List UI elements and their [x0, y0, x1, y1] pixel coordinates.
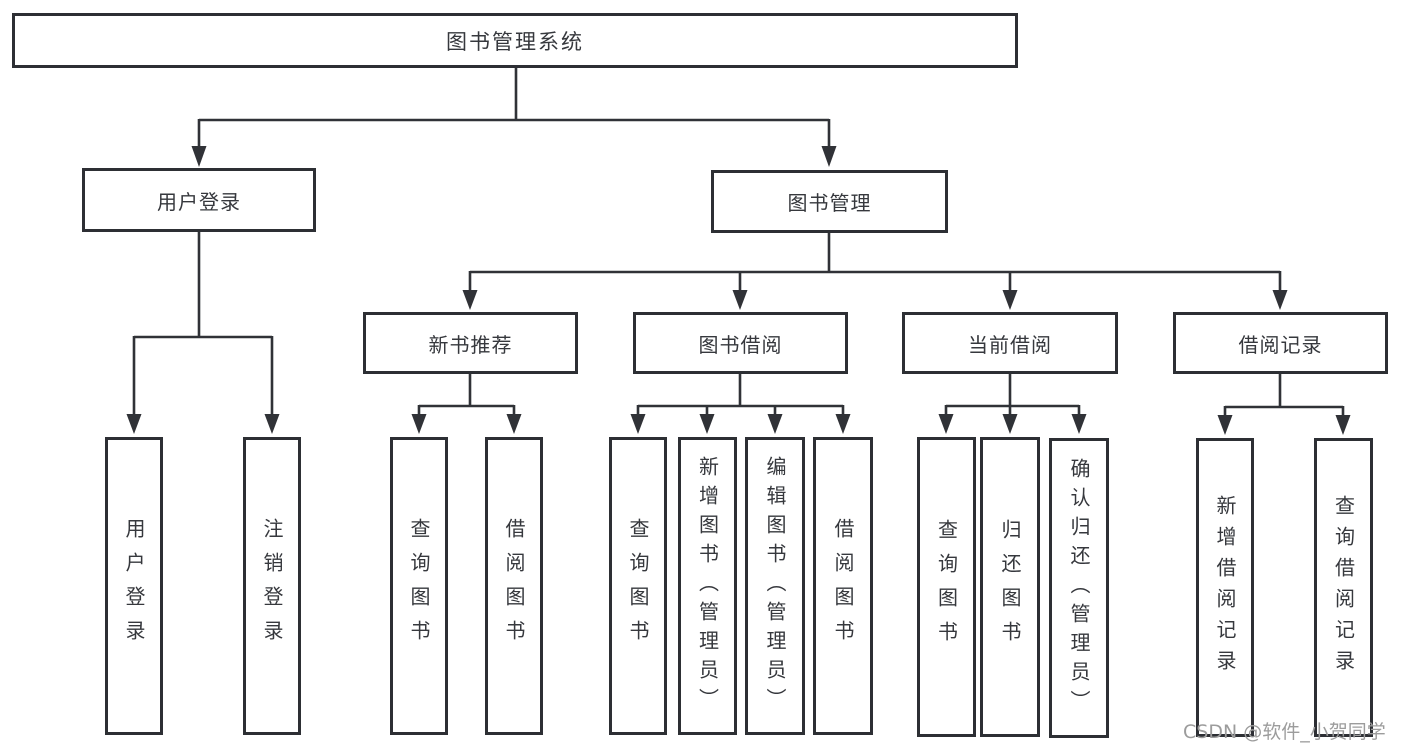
- arrowhead-down-icon: [1272, 290, 1288, 310]
- leaf-borrow-books: 借阅图书: [813, 437, 873, 735]
- arrowhead-down-icon: [126, 414, 142, 434]
- arrowhead-down-icon: [821, 146, 837, 167]
- connector-records-to-leaves: [1223, 374, 1345, 416]
- node-current-borrow: 当前借阅: [902, 312, 1118, 374]
- node-label: 借阅记录: [1238, 332, 1323, 357]
- leaf-borrow-books: 借阅图书: [485, 437, 543, 735]
- leaf-label: 用户登录: [122, 518, 146, 654]
- arrowhead-down-icon: [1217, 415, 1233, 435]
- leaf-query-borrow-record: 查询借阅记录: [1314, 438, 1373, 737]
- node-label: 图书管理: [787, 191, 872, 215]
- leaf-confirm-return-admin: 确认归还（管理员）: [1049, 438, 1109, 738]
- arrowhead-down-icon: [411, 414, 427, 434]
- connector-user-login-to-leaves: [132, 232, 274, 415]
- arrowhead-down-icon: [1002, 414, 1018, 434]
- arrowhead-down-icon: [732, 290, 748, 310]
- csdn-watermark: CSDN @软件_小贺同学: [1183, 721, 1386, 743]
- arrowhead-down-icon: [938, 414, 954, 434]
- leaf-label: 查询图书: [626, 518, 650, 654]
- connector-borrow-to-leaves: [636, 374, 845, 415]
- leaf-label: 编辑图书（管理员）: [763, 455, 787, 717]
- arrowhead-down-icon: [1335, 415, 1351, 435]
- arrowhead-down-icon: [191, 146, 207, 167]
- node-book-borrow: 图书借阅: [633, 312, 848, 374]
- node-label: 图书管理系统: [446, 29, 584, 54]
- node-new-book-recommend: 新书推荐: [363, 312, 578, 374]
- leaf-add-book-admin: 新增图书（管理员）: [678, 437, 737, 735]
- node-label: 当前借阅: [968, 332, 1052, 357]
- arrowhead-down-icon: [264, 414, 280, 434]
- arrowhead-down-icon: [462, 290, 478, 310]
- leaf-label: 确认归还（管理员）: [1067, 457, 1091, 719]
- node-label: 新书推荐: [428, 332, 513, 357]
- connector-recommend-to-leaves: [417, 374, 516, 415]
- leaf-user-login: 用户登录: [105, 437, 163, 735]
- node-label: 用户登录: [157, 189, 241, 214]
- leaf-query-books: 查询图书: [390, 437, 448, 735]
- node-user-login: 用户登录: [82, 168, 316, 232]
- leaf-label: 借阅图书: [502, 518, 526, 654]
- arrowhead-down-icon: [1002, 290, 1018, 310]
- leaf-label: 注销登录: [260, 518, 284, 654]
- leaf-add-borrow-record: 新增借阅记录: [1196, 438, 1254, 737]
- arrowhead-down-icon: [767, 414, 783, 434]
- arrowhead-down-icon: [630, 414, 646, 434]
- leaf-query-books: 查询图书: [917, 437, 976, 737]
- arrowhead-down-icon: [835, 414, 851, 434]
- leaf-label: 新增图书（管理员）: [695, 455, 720, 717]
- connector-current-to-leaves: [944, 374, 1081, 415]
- leaf-label: 归还图书: [998, 519, 1022, 655]
- leaf-label: 查询借阅记录: [1331, 494, 1356, 681]
- node-label: 图书借阅: [698, 332, 783, 357]
- node-root-system: 图书管理系统: [12, 13, 1018, 68]
- leaf-label: 查询图书: [407, 518, 431, 654]
- node-book-management: 图书管理: [711, 170, 948, 233]
- leaf-logout: 注销登录: [243, 437, 301, 735]
- arrowhead-down-icon: [699, 414, 715, 434]
- leaf-return-books: 归还图书: [980, 437, 1040, 737]
- leaf-label: 借阅图书: [831, 518, 855, 654]
- connector-book-mgmt-to-groups: [468, 233, 1282, 291]
- arrowhead-down-icon: [506, 414, 522, 434]
- leaf-label: 新增借阅记录: [1213, 494, 1237, 681]
- arrowhead-down-icon: [1071, 414, 1087, 434]
- leaf-query-books: 查询图书: [609, 437, 667, 735]
- leaf-label: 查询图书: [934, 519, 959, 655]
- leaf-edit-book-admin: 编辑图书（管理员）: [745, 437, 805, 735]
- connector-root-to-level2: [197, 68, 831, 147]
- node-borrow-records: 借阅记录: [1173, 312, 1388, 374]
- arrowheads: [126, 146, 1351, 435]
